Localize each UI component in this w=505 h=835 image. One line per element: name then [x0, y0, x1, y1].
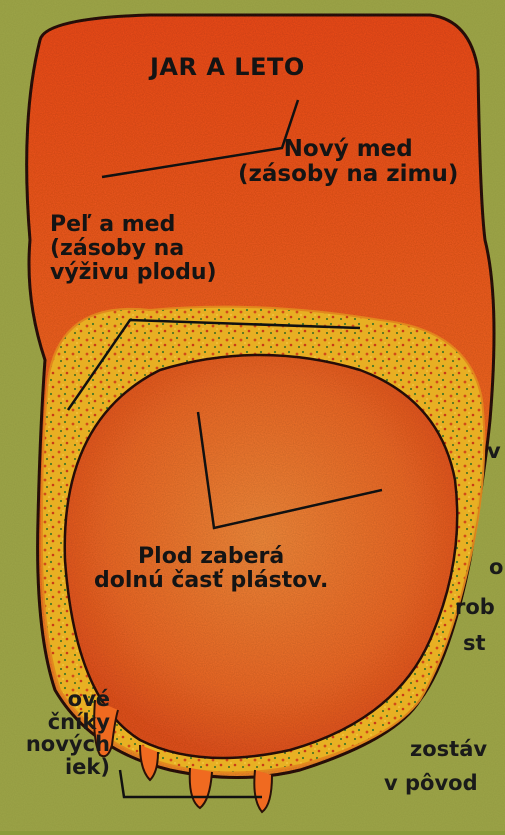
label-pollen-line3: výživu plodu): [50, 261, 217, 285]
label-brood-line2: dolnú časť plástov.: [94, 569, 328, 593]
label-new-honey: Nový med (zásoby na zimu): [238, 137, 458, 187]
label-new-honey-line1: Nový med: [238, 137, 458, 162]
diagram-title: JAR A LETO: [150, 55, 305, 81]
cropped-left-line4: iek): [0, 756, 110, 779]
cropped-right-line3: rob: [455, 596, 495, 619]
cropped-right-line5: zostáv: [410, 738, 487, 761]
label-new-honey-line2: (zásoby na zimu): [238, 162, 458, 187]
cropped-left-line3: nových: [0, 733, 110, 756]
label-brood-line1: Plod zaberá: [94, 545, 328, 569]
label-pollen: Peľ a med (zásoby na výživu plodu): [50, 213, 217, 284]
cropped-right-line6: v pôvod: [384, 772, 478, 795]
cropped-label-left: ové čníky nových iek): [0, 688, 110, 779]
cropped-left-line2: čníky: [0, 711, 110, 734]
label-pollen-line2: (zásoby na: [50, 237, 217, 261]
cropped-right-line2: o: [489, 556, 503, 579]
label-brood: Plod zaberá dolnú časť plástov.: [94, 545, 328, 593]
label-pollen-line1: Peľ a med: [50, 213, 217, 237]
cropped-left-line1: ové: [0, 688, 110, 711]
cropped-right-line1: v: [487, 440, 501, 463]
cropped-right-line4: st: [463, 632, 486, 655]
